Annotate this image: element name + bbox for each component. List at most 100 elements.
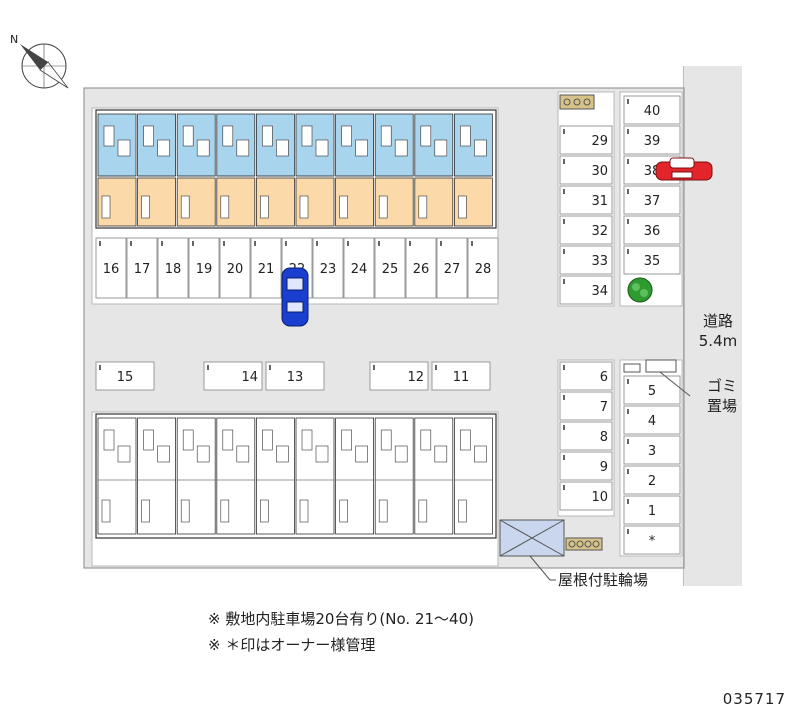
- parking-stall-37-label: 37: [644, 194, 661, 209]
- parking-stall-15: 15: [95, 361, 155, 391]
- parking-stall-34: 34: [559, 275, 613, 305]
- compass-north-label: N: [10, 33, 19, 46]
- road-label: 道路 5.4m: [686, 311, 750, 351]
- bike-rack-icon: [565, 537, 603, 551]
- apartment-unit-lower: [97, 417, 137, 535]
- parking-stall-17: 17: [126, 237, 158, 299]
- parking-stall-1-label: 1: [648, 504, 656, 519]
- parking-stall-29: 29: [559, 125, 613, 155]
- parking-stall-33-label: 33: [591, 254, 608, 269]
- parking-stall-25: 25: [374, 237, 406, 299]
- parking-stall-26: 26: [405, 237, 437, 299]
- parking-stall-8: 8: [559, 421, 613, 451]
- parking-stall-36: 36: [623, 215, 681, 245]
- road-label-line2: 5.4m: [698, 332, 738, 350]
- apartment-unit-upper: [255, 113, 295, 227]
- parking-stall-6-label: 6: [600, 370, 608, 385]
- apartment-unit-upper: [97, 113, 137, 227]
- garbage-label: ゴミ 置場: [694, 376, 750, 416]
- note-line-2: ※ ＊印はオーナー様管理: [208, 636, 376, 654]
- parking-stall-40: 40: [623, 95, 681, 125]
- parking-stall-13: 13: [265, 361, 325, 391]
- garbage-label-line2: 置場: [706, 397, 737, 415]
- apartment-unit-upper: [453, 113, 493, 227]
- parking-stall-8-label: 8: [600, 430, 608, 445]
- parking-stall-30: 30: [559, 155, 613, 185]
- parking-stall-12: 12: [369, 361, 429, 391]
- parking-stall-*-label: *: [649, 534, 656, 549]
- parking-stall-37: 37: [623, 185, 681, 215]
- parking-stall-7-label: 7: [600, 400, 608, 415]
- parking-stall-24: 24: [343, 237, 375, 299]
- parking-stall-18: 18: [157, 237, 189, 299]
- parking-stall-9-label: 9: [600, 460, 608, 475]
- parking-stall-36-label: 36: [644, 224, 661, 239]
- parking-stall-14-label: 14: [241, 370, 258, 385]
- apartment-unit-lower: [453, 417, 493, 535]
- parking-stall-16: 16: [95, 237, 127, 299]
- parking-stall-3-label: 3: [648, 444, 656, 459]
- parking-stall-4-label: 4: [648, 414, 656, 429]
- parking-stall-*: *: [623, 525, 681, 555]
- lower-building: [95, 413, 497, 539]
- red-car-icon: [655, 157, 713, 181]
- parking-stall-10-label: 10: [591, 490, 608, 505]
- bicycle-leader: [529, 555, 551, 581]
- apartment-unit-lower: [295, 417, 335, 535]
- garbage-leader: [659, 371, 691, 397]
- parking-stall-17-label: 17: [134, 262, 151, 277]
- parking-stall-20: 20: [219, 237, 251, 299]
- apartment-unit-upper: [176, 113, 216, 227]
- garbage-area-icon: [645, 359, 677, 373]
- parking-stall-25-label: 25: [382, 262, 399, 277]
- parking-stall-34-label: 34: [591, 284, 608, 299]
- road-label-line1: 道路: [702, 312, 733, 330]
- bicycle-parking-icon: [499, 519, 565, 557]
- blue-car-icon: [281, 267, 309, 327]
- parking-stall-5-label: 5: [648, 384, 656, 399]
- parking-stall-15-label: 15: [117, 370, 134, 385]
- property-code: 035717: [722, 690, 786, 708]
- parking-stall-21: 21: [250, 237, 282, 299]
- parking-stall-33: 33: [559, 245, 613, 275]
- upper-building: [95, 109, 497, 229]
- parking-stall-27-label: 27: [444, 262, 461, 277]
- parking-stall-11-label: 11: [453, 370, 470, 385]
- parking-stall-40-label: 40: [644, 104, 661, 119]
- parking-stall-31-label: 31: [591, 194, 608, 209]
- bike-rack-top-icon: [559, 94, 595, 110]
- parking-stall-9: 9: [559, 451, 613, 481]
- parking-stall-12-label: 12: [407, 370, 424, 385]
- parking-stall-24-label: 24: [351, 262, 368, 277]
- parking-stall-14: 14: [203, 361, 263, 391]
- parking-stall-1: 1: [623, 495, 681, 525]
- parking-stall-21-label: 21: [258, 262, 275, 277]
- parking-stall-35-label: 35: [644, 254, 661, 269]
- parking-stall-13-label: 13: [287, 370, 304, 385]
- parking-stall-29-label: 29: [591, 134, 608, 149]
- apartment-unit-lower: [255, 417, 295, 535]
- parking-stall-19: 19: [188, 237, 220, 299]
- bicycle-parking-label: 屋根付駐輪場: [558, 571, 649, 589]
- parking-stall-7: 7: [559, 391, 613, 421]
- parking-stall-32-label: 32: [591, 224, 608, 239]
- garbage-box-icon: [623, 363, 641, 373]
- note-line-1: ※ 敷地内駐車場20台有り(No. 21～40): [208, 610, 474, 628]
- parking-stall-11: 11: [431, 361, 491, 391]
- parking-stall-28-label: 28: [475, 262, 492, 277]
- tree-icon: [627, 277, 653, 303]
- parking-stall-28: 28: [467, 237, 499, 299]
- parking-stall-3: 3: [623, 435, 681, 465]
- parking-stall-20-label: 20: [227, 262, 244, 277]
- apartment-unit-lower: [414, 417, 454, 535]
- parking-stall-6: 6: [559, 361, 613, 391]
- parking-stall-2-label: 2: [648, 474, 656, 489]
- parking-stall-23-label: 23: [320, 262, 337, 277]
- parking-stall-4: 4: [623, 405, 681, 435]
- parking-stall-32: 32: [559, 215, 613, 245]
- parking-stall-2: 2: [623, 465, 681, 495]
- apartment-unit-upper: [137, 113, 177, 227]
- parking-stall-10: 10: [559, 481, 613, 511]
- apartment-unit-lower: [176, 417, 216, 535]
